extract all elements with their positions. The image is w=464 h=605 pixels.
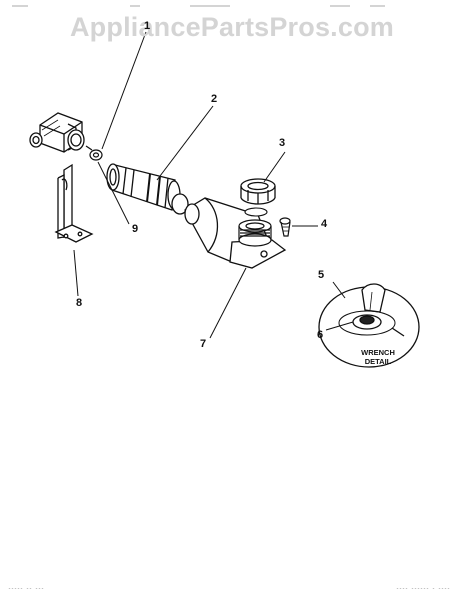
footer-right-mark: ---- ------ - ---- (396, 586, 451, 592)
callout-9: 9 (132, 223, 139, 235)
leader-lines (73, 31, 354, 339)
footer-left-mark: ----- -- --- (8, 586, 45, 592)
washer (85, 145, 103, 161)
callout-6: 6 (317, 329, 324, 341)
callout-7: 7 (200, 338, 207, 350)
callout-2: 2 (211, 93, 218, 105)
nut (240, 178, 276, 205)
wrench-detail-line1: WRENCH (361, 348, 395, 357)
inlet-tube (106, 163, 189, 215)
callout-1: 1 (144, 20, 151, 32)
callout-3: 3 (279, 137, 286, 149)
callout-4: 4 (321, 218, 328, 230)
wrench-detail (318, 283, 420, 368)
screw (279, 217, 291, 237)
wrench-detail-caption: WRENCH DETAIL (345, 348, 411, 366)
callout-8: 8 (76, 297, 83, 309)
callout-5: 5 (318, 269, 325, 281)
nut-seal (244, 207, 268, 217)
elbow-valve (29, 112, 85, 153)
watermark: AppliancePartsPros.com (69, 12, 394, 42)
wrench-detail-line2: DETAIL (364, 357, 392, 366)
threaded-neck (238, 219, 272, 247)
mounting-bracket (54, 163, 94, 243)
